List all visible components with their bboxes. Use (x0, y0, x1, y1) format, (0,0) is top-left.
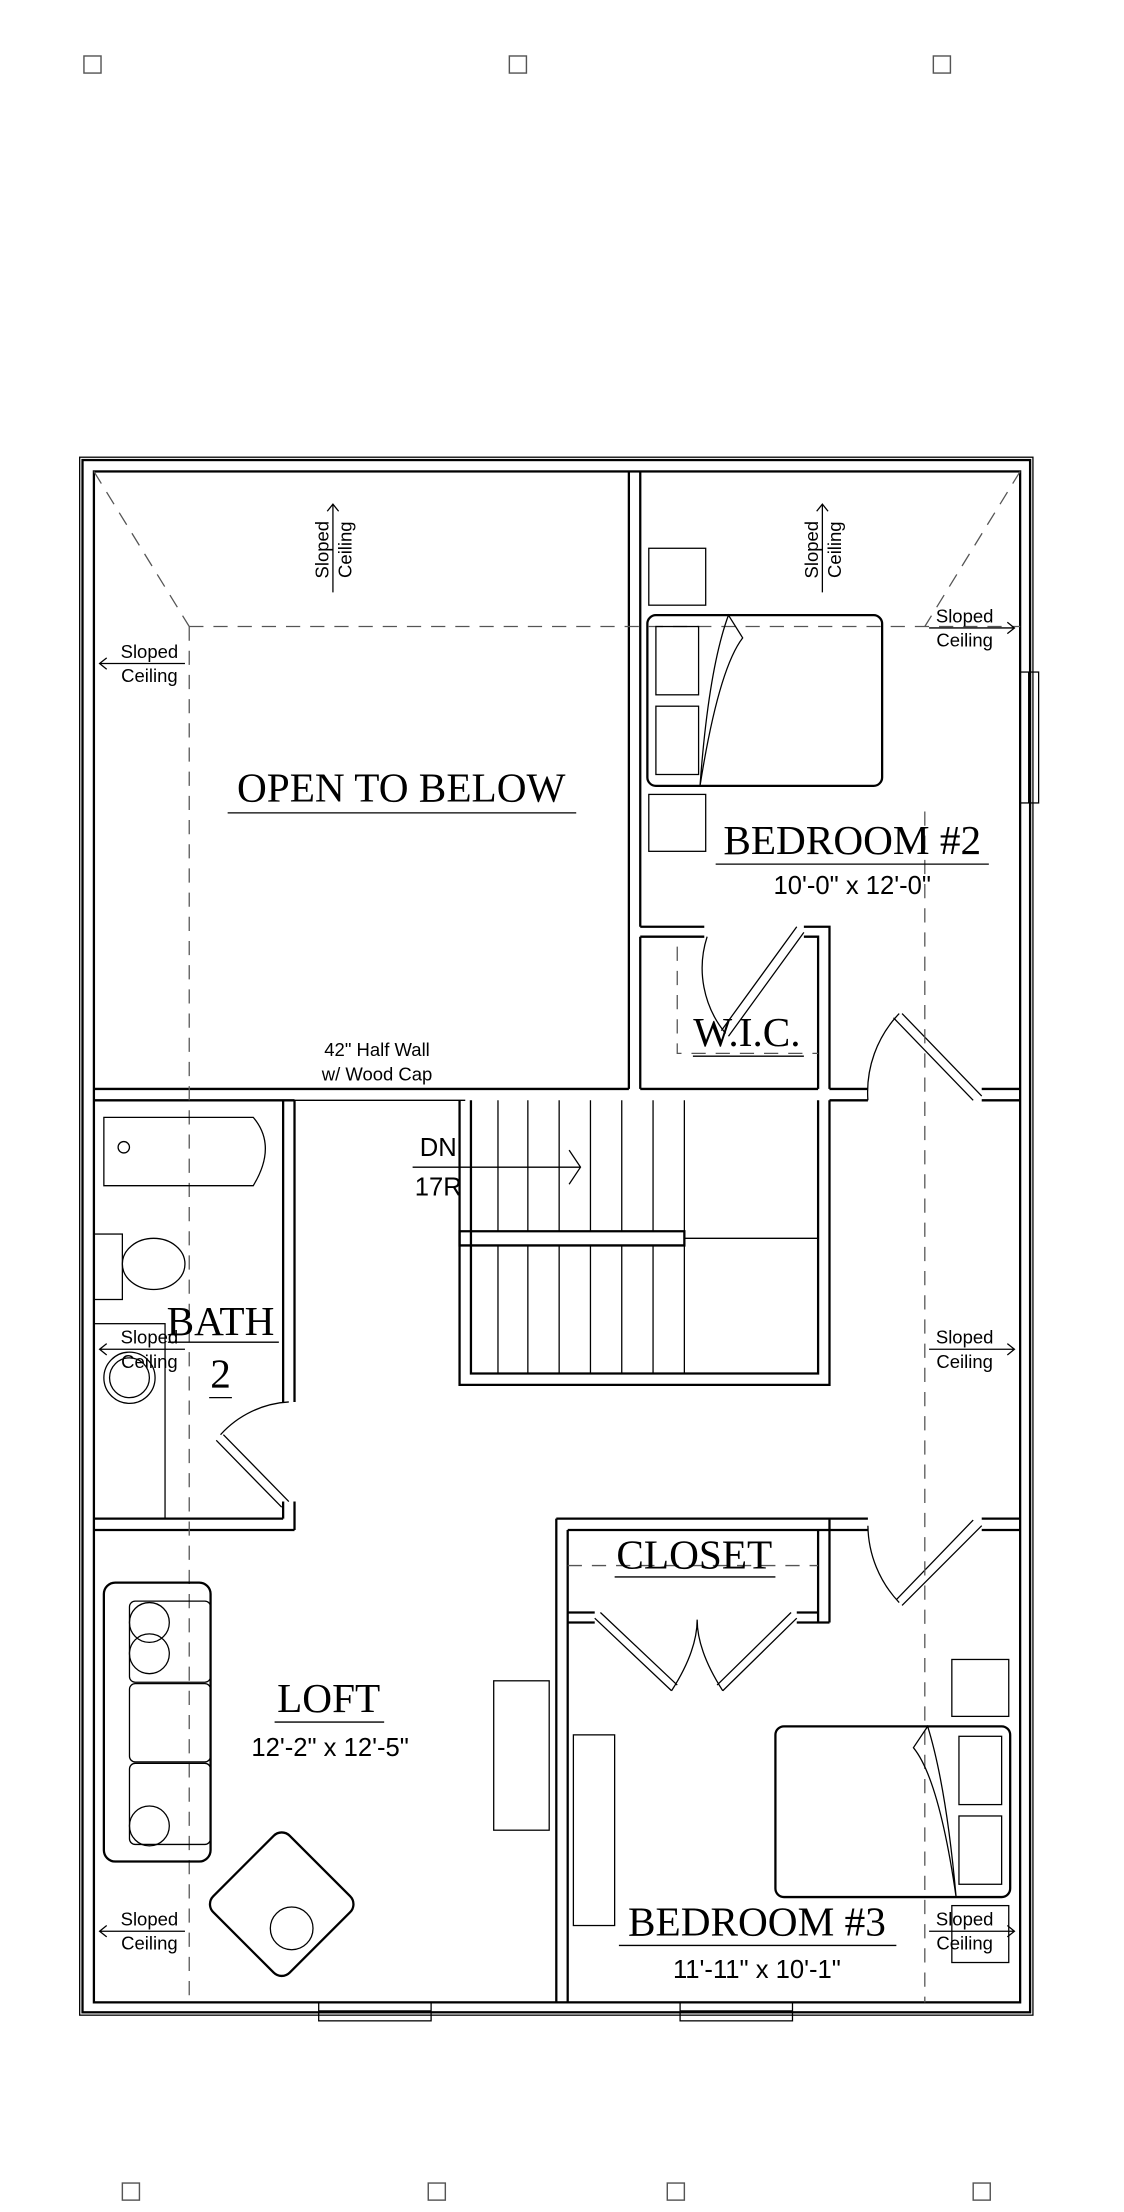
bed-bedroom3 (572, 1658, 1012, 1964)
label-loft: LOFT (277, 1675, 380, 1721)
label-bath-number: 2 (210, 1351, 231, 1397)
sloped-ceiling-label: Sloped (936, 1327, 994, 1348)
stair-arrow-icon (412, 1149, 582, 1185)
room-labels: OPEN TO BELOW BEDROOM #2 10'-0" x 12'-0"… (167, 765, 989, 1984)
sloped-ceiling-label: Ceiling (936, 1351, 993, 1372)
bedroom2-size: 10'-0" x 12'-0" (773, 872, 931, 900)
sloped-ceiling-lines (93, 471, 1021, 2003)
label-bedroom2: BEDROOM #2 (723, 817, 981, 863)
bath-fixtures (93, 1116, 266, 1520)
sloped-ceiling-label: Ceiling (936, 1933, 993, 1954)
loft-size: 12'-2" x 12'-5" (251, 1734, 409, 1762)
half-wall-note: 42" Half Wall (324, 1039, 430, 1060)
wood-cap-note: w/ Wood Cap (321, 1063, 433, 1084)
sloped-ceiling-label: Ceiling (121, 1351, 178, 1372)
stair-risers: 17R (415, 1174, 462, 1202)
label-wic: W.I.C. (693, 1009, 800, 1055)
sloped-ceiling-label: Ceiling (334, 521, 355, 578)
sloped-ceiling-label: Sloped (312, 521, 333, 579)
sloped-ceiling-label: Sloped (936, 605, 994, 626)
sloped-ceiling-label: Ceiling (121, 665, 178, 686)
windows (318, 671, 1040, 2022)
doors (215, 926, 983, 1692)
bed-bedroom2 (646, 547, 884, 852)
staircase: DN 17R (412, 1100, 819, 1374)
loft-furniture (102, 1581, 550, 1978)
label-closet: CLOSET (616, 1531, 772, 1577)
sloped-ceiling-label: Sloped (121, 641, 179, 662)
sloped-ceiling-label: Sloped (936, 1909, 994, 1930)
sloped-ceiling-label: Sloped (801, 521, 822, 579)
label-bath: BATH (167, 1298, 275, 1344)
interior-walls (93, 471, 1021, 2003)
sloped-ceiling-label: Ceiling (121, 1933, 178, 1954)
sloped-ceiling-label: Ceiling (936, 629, 993, 650)
sloped-ceiling-label: Sloped (121, 1327, 179, 1348)
bedroom3-size: 11'-11" x 10'-1" (673, 1956, 841, 1984)
label-bedroom3: BEDROOM #3 (628, 1898, 886, 1944)
sloped-ceiling-label: Ceiling (824, 521, 845, 578)
stair-direction: DN (420, 1134, 457, 1162)
label-open-to-below: OPEN TO BELOW (237, 765, 566, 811)
sloped-ceiling-label: Sloped (121, 1909, 179, 1930)
registration-markers (83, 55, 991, 2201)
